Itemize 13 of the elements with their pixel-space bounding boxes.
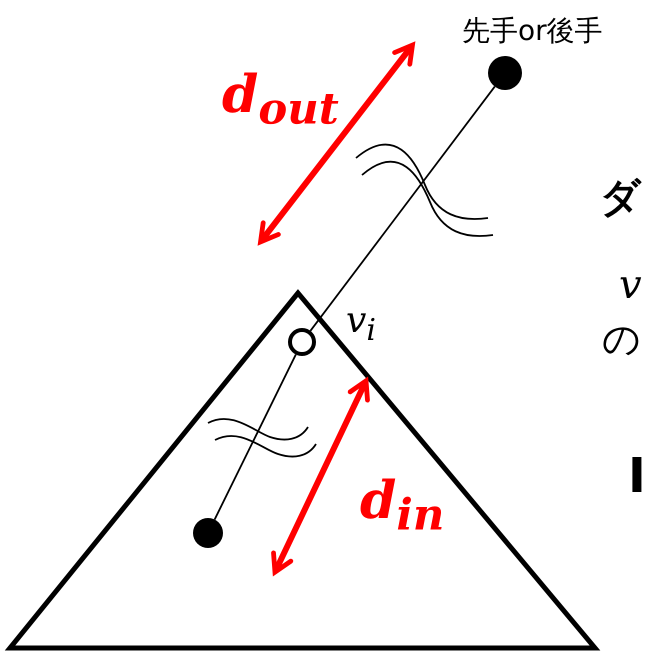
cut-off-text: ダ [600,174,641,223]
cut-off-text: I [628,448,645,504]
dimension-label: d$_{in}$ [360,470,444,540]
dimension-label: d$_{out}$ [222,64,339,134]
vertex-label: v$_{i}$ [346,300,376,348]
cut-off-text: v [619,262,642,308]
cut-off-text: の [602,316,641,363]
hollow-circle [288,328,316,356]
filled-dot [193,518,223,548]
player-label: 先手or後手 [462,13,603,49]
connector-line [310,86,496,332]
connector-line [214,354,297,520]
filled-dot [488,56,522,90]
